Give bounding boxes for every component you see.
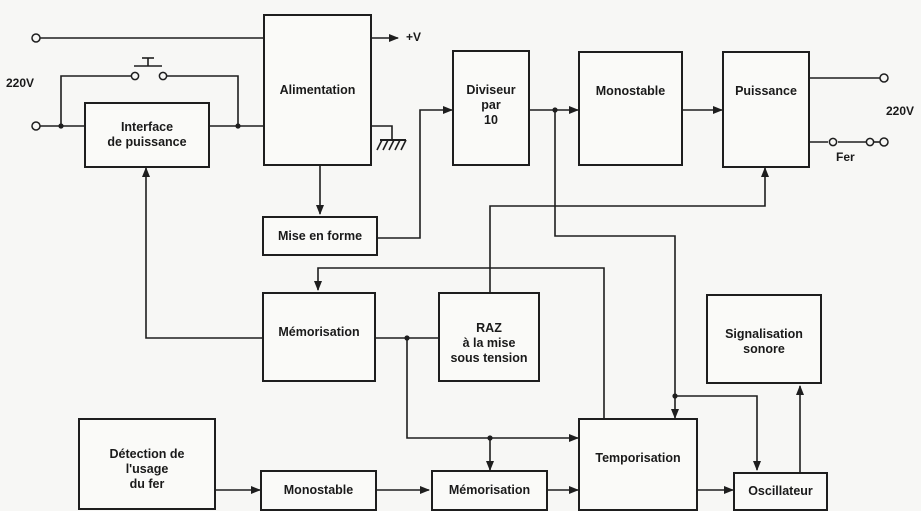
block-label: Puissance [735,84,797,98]
block-label: Mise en forme [277,228,363,243]
mains-left-label: 220V [6,76,35,90]
block-temporisation: Temporisation [578,418,698,511]
block-label: Mémorisation [448,483,531,497]
mise-to-diviseur-wire [378,106,453,239]
ground-wire [372,125,393,140]
block-monostable-top: Monostable [578,51,683,166]
block-label: Diviseur par 10 [466,83,516,127]
block-signalisation: Signalisation sonore [706,294,822,384]
block-detection: Détection de l'usage du fer [78,418,216,510]
block-memorisation-mid: Mémorisation [262,292,376,382]
block-label: Monostable [595,84,666,98]
supply-label: +V [406,30,422,44]
mem-to-tempo-wire [406,338,579,442]
block-memorisation-bottom: Mémorisation [431,470,548,511]
block-puissance: Puissance [722,51,810,168]
osc-branch-wire [675,395,761,471]
block-monostable-bottom: Monostable [260,470,377,511]
block-label: Temporisation [595,451,681,465]
raz-to-puissance-wire [489,167,769,292]
diviseur-tap-wire [554,110,679,419]
block-label: Signalisation sonore [725,327,803,356]
tempo-feedback-wire [314,267,605,418]
block-alimentation: Alimentation [263,14,372,166]
terminals [31,33,889,147]
block-label: RAZ à la mise sous tension [450,321,528,365]
block-label: Détection de l'usage du fer [109,447,185,491]
block-diviseur: Diviseur par 10 [452,50,530,166]
block-mise-en-forme: Mise en forme [262,216,378,256]
block-interface-puissance: Interface de puissance [84,102,210,168]
block-label: Monostable [283,483,354,497]
switch-bypass-left [60,75,135,126]
switch-bypass-right [163,75,239,126]
block-label: Interface de puissance [107,120,187,149]
mem-to-interface-wire [142,167,262,339]
block-label: Alimentation [279,82,356,97]
iron-label: Fer [836,150,855,164]
block-raz: RAZ à la mise sous tension [438,292,540,382]
block-label: Oscillateur [748,484,813,498]
mains-right-label: 220V [886,104,915,118]
block-label: Mémorisation [278,325,360,339]
junction-dots [58,107,678,441]
block-oscillateur: Oscillateur [733,472,828,511]
